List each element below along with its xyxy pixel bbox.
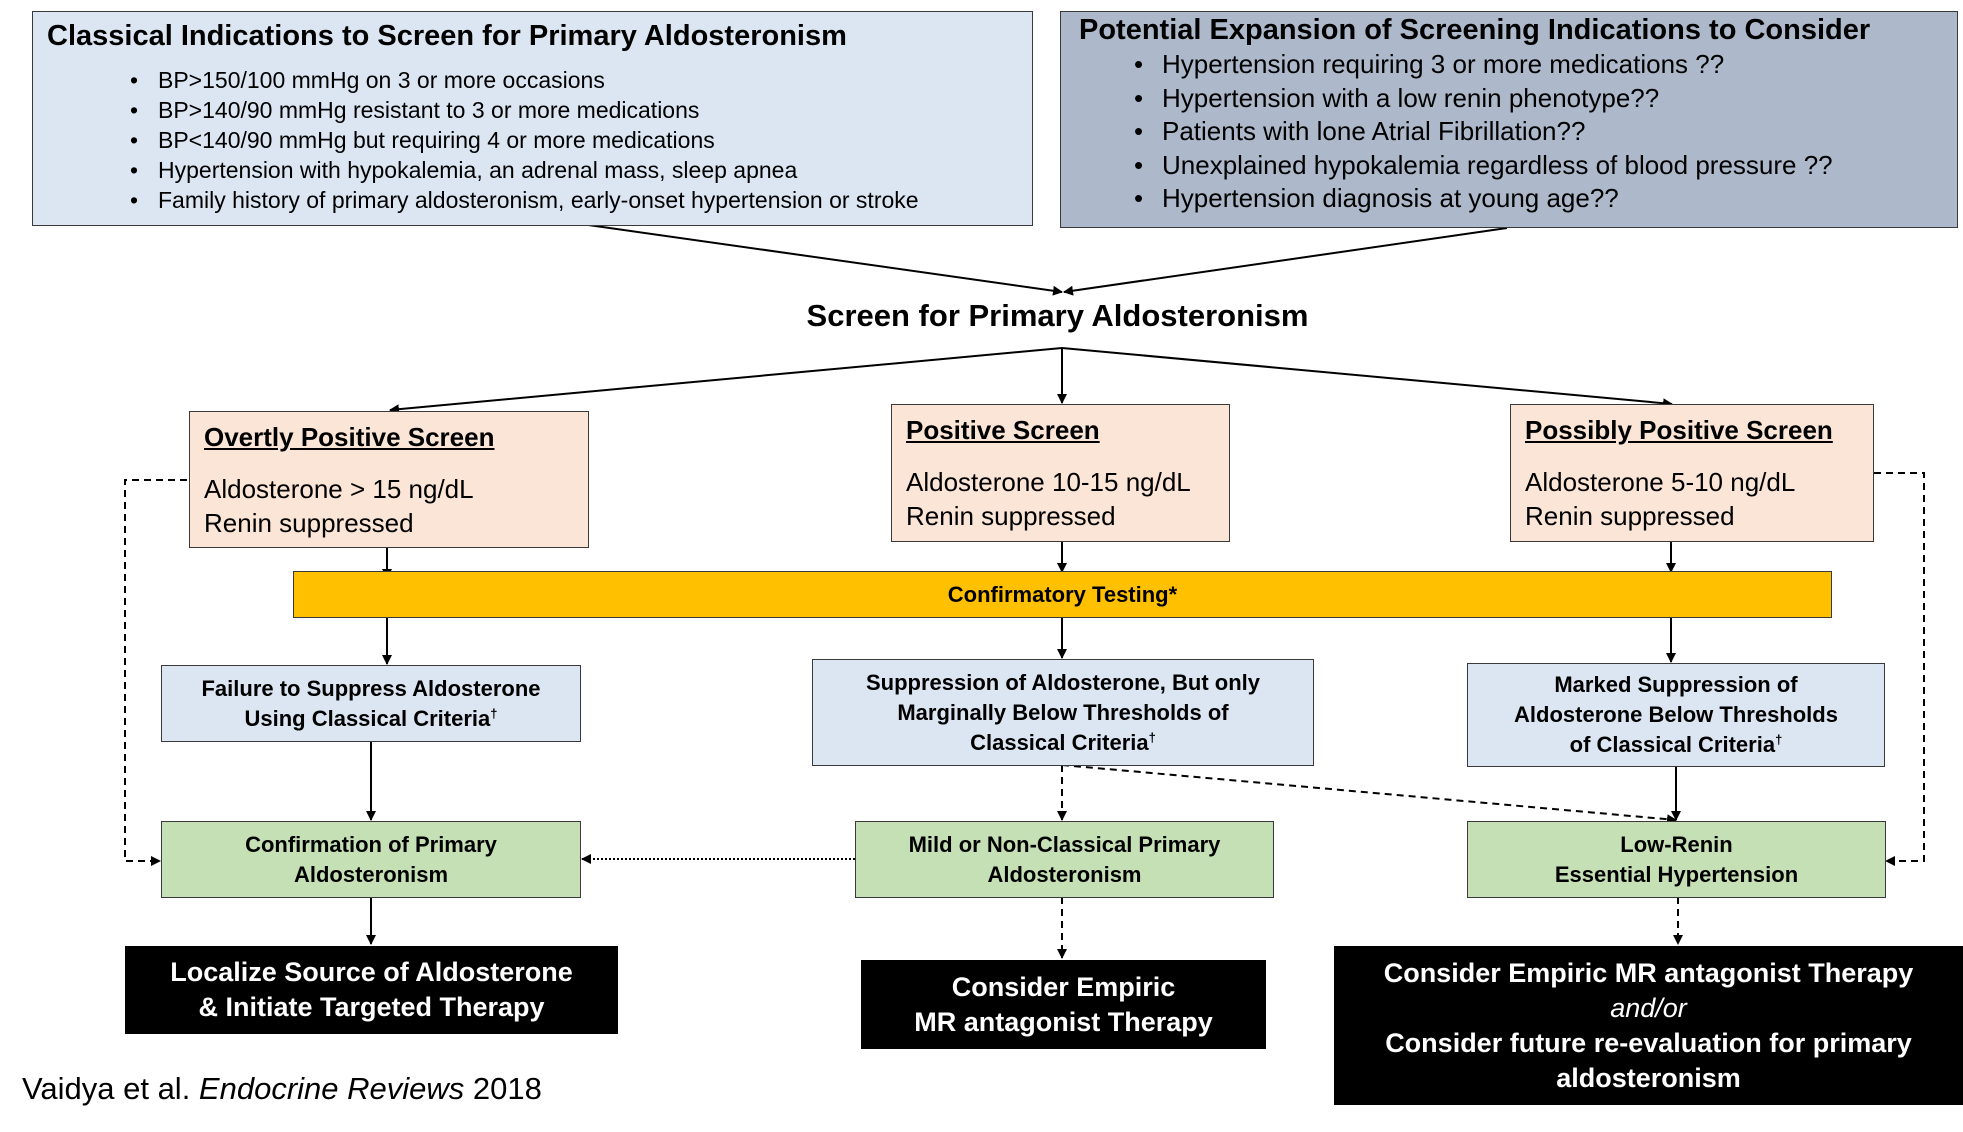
- overt-screen-aldosterone: Aldosterone > 15 ng/dL: [204, 474, 474, 504]
- both-line3: aldosteronism: [1556, 1062, 1741, 1093]
- lowrenin-line1: Low-Renin: [1620, 831, 1733, 857]
- positive-screen-box: Positive Screen Aldosterone 10-15 ng/dL …: [891, 404, 1230, 542]
- citation: Vaidya et al. Endocrine Reviews 2018: [22, 1071, 542, 1107]
- failure-line1: Failure to Suppress Aldosterone: [201, 675, 541, 701]
- expansion-indications-title: Potential Expansion of Screening Indicat…: [1079, 14, 1871, 46]
- marginal-line2: Marginally Below Thresholds of: [897, 699, 1229, 725]
- list-item: BP<140/90 mmHg but requiring 4 or more m…: [130, 125, 919, 155]
- localize-line2: & Initiate Targeted Therapy: [198, 992, 545, 1022]
- positive-screen-renin: Renin suppressed: [906, 501, 1116, 531]
- empiric-or-reevaluate-box: Consider Empiric MR antagonist Therapy a…: [1334, 946, 1963, 1105]
- overt-screen-heading: Overtly Positive Screen: [204, 422, 495, 452]
- marked-line1: Marked Suppression of: [1554, 672, 1798, 697]
- failure-line2: Using Classical Criteria: [244, 705, 491, 731]
- list-item: Hypertension with hypokalemia, an adrena…: [130, 155, 919, 185]
- overt-screen-renin: Renin suppressed: [204, 508, 414, 538]
- confirmed-line1: Confirmation of Primary: [245, 831, 497, 857]
- dagger-mark: †: [1148, 729, 1156, 745]
- arrow-expansion-to-screen: [1063, 227, 1508, 296]
- marked-line2: Aldosterone Below Thresholds: [1514, 702, 1838, 727]
- citation-journal: Endocrine Reviews: [198, 1071, 465, 1106]
- list-item: BP>150/100 mmHg on 3 or more occasions: [130, 65, 919, 95]
- list-item: Hypertension diagnosis at young age??: [1134, 182, 1833, 216]
- list-item: BP>140/90 mmHg resistant to 3 or more me…: [130, 95, 919, 125]
- list-item: Hypertension with a low renin phenotype?…: [1134, 82, 1833, 116]
- classical-indications-title: Classical Indications to Screen for Prim…: [47, 20, 847, 52]
- failure-to-suppress-box: Failure to Suppress Aldosterone Using Cl…: [161, 665, 581, 742]
- empiric-therapy-box: Consider Empiric MR antagonist Therapy: [861, 960, 1266, 1049]
- possible-screen-renin: Renin suppressed: [1525, 501, 1735, 531]
- classical-indications-box: Classical Indications to Screen for Prim…: [32, 11, 1033, 226]
- localize-therapy-box: Localize Source of Aldosterone & Initiat…: [125, 946, 618, 1034]
- citation-year: 2018: [464, 1071, 542, 1106]
- list-item: Unexplained hypokalemia regardless of bl…: [1134, 149, 1833, 183]
- positive-screen-aldosterone: Aldosterone 10-15 ng/dL: [906, 467, 1191, 497]
- overt-positive-screen-box: Overtly Positive Screen Aldosterone > 15…: [189, 411, 589, 548]
- possible-screen-heading: Possibly Positive Screen: [1525, 415, 1833, 445]
- screen-title: Screen for Primary Aldosteronism: [806, 298, 1309, 333]
- confirmed-line2: Aldosteronism: [293, 861, 449, 887]
- list-item: Hypertension requiring 3 or more medicat…: [1134, 48, 1833, 82]
- list-item: Patients with lone Atrial Fibrillation??: [1134, 115, 1833, 149]
- marginal-line3: Classical Criteria: [970, 729, 1149, 755]
- possible-screen-aldosterone: Aldosterone 5-10 ng/dL: [1525, 467, 1796, 497]
- empiric-line2: MR antagonist Therapy: [914, 1006, 1213, 1037]
- arrow-classical-to-screen: [559, 220, 1063, 296]
- marked-line3: of Classical Criteria: [1569, 732, 1776, 757]
- both-connector: and/or: [1610, 992, 1687, 1023]
- expansion-indications-box: Potential Expansion of Screening Indicat…: [1060, 11, 1958, 228]
- possibly-positive-screen-box: Possibly Positive Screen Aldosterone 5-1…: [1510, 404, 1874, 542]
- lowrenin-line2: Essential Hypertension: [1554, 861, 1799, 887]
- dagger-mark: †: [490, 705, 498, 721]
- localize-line1: Localize Source of Aldosterone: [170, 957, 573, 987]
- citation-authors: Vaidya et al.: [22, 1071, 199, 1106]
- classical-indications-list: BP>150/100 mmHg on 3 or more occasions B…: [130, 65, 919, 215]
- empiric-line1: Consider Empiric: [951, 971, 1176, 1002]
- confirmed-pa-box: Confirmation of Primary Aldosteronism: [161, 821, 581, 898]
- both-line1: Consider Empiric MR antagonist Therapy: [1383, 957, 1914, 988]
- positive-screen-heading: Positive Screen: [906, 415, 1100, 445]
- marginal-suppression-box: Suppression of Aldosterone, But only Mar…: [812, 659, 1314, 766]
- mild-line2: Aldosteronism: [987, 861, 1142, 887]
- dagger-mark: †: [1775, 732, 1783, 747]
- marginal-line1: Suppression of Aldosterone, But only: [866, 669, 1260, 695]
- arrow-possible-bypass: [1874, 472, 1925, 866]
- both-line2: Consider future re-evaluation for primar…: [1385, 1027, 1912, 1058]
- confirmatory-testing-bar: Confirmatory Testing*: [293, 571, 1832, 618]
- arrow-screen-to-possible: [1061, 347, 1673, 409]
- arrow-screen-to-overt: [389, 347, 1063, 415]
- expansion-indications-list: Hypertension requiring 3 or more medicat…: [1134, 48, 1833, 216]
- mild-line1: Mild or Non-Classical Primary: [908, 831, 1221, 857]
- list-item: Family history of primary aldosteronism,…: [130, 185, 919, 215]
- low-renin-box: Low-Renin Essential Hypertension: [1467, 821, 1886, 898]
- arrow-overt-bypass: [124, 479, 187, 866]
- mild-pa-box: Mild or Non-Classical Primary Aldosteron…: [855, 821, 1274, 898]
- arrow-marginal-to-lowrenin: [1061, 764, 1677, 825]
- marked-suppression-box: Marked Suppression of Aldosterone Below …: [1467, 663, 1885, 767]
